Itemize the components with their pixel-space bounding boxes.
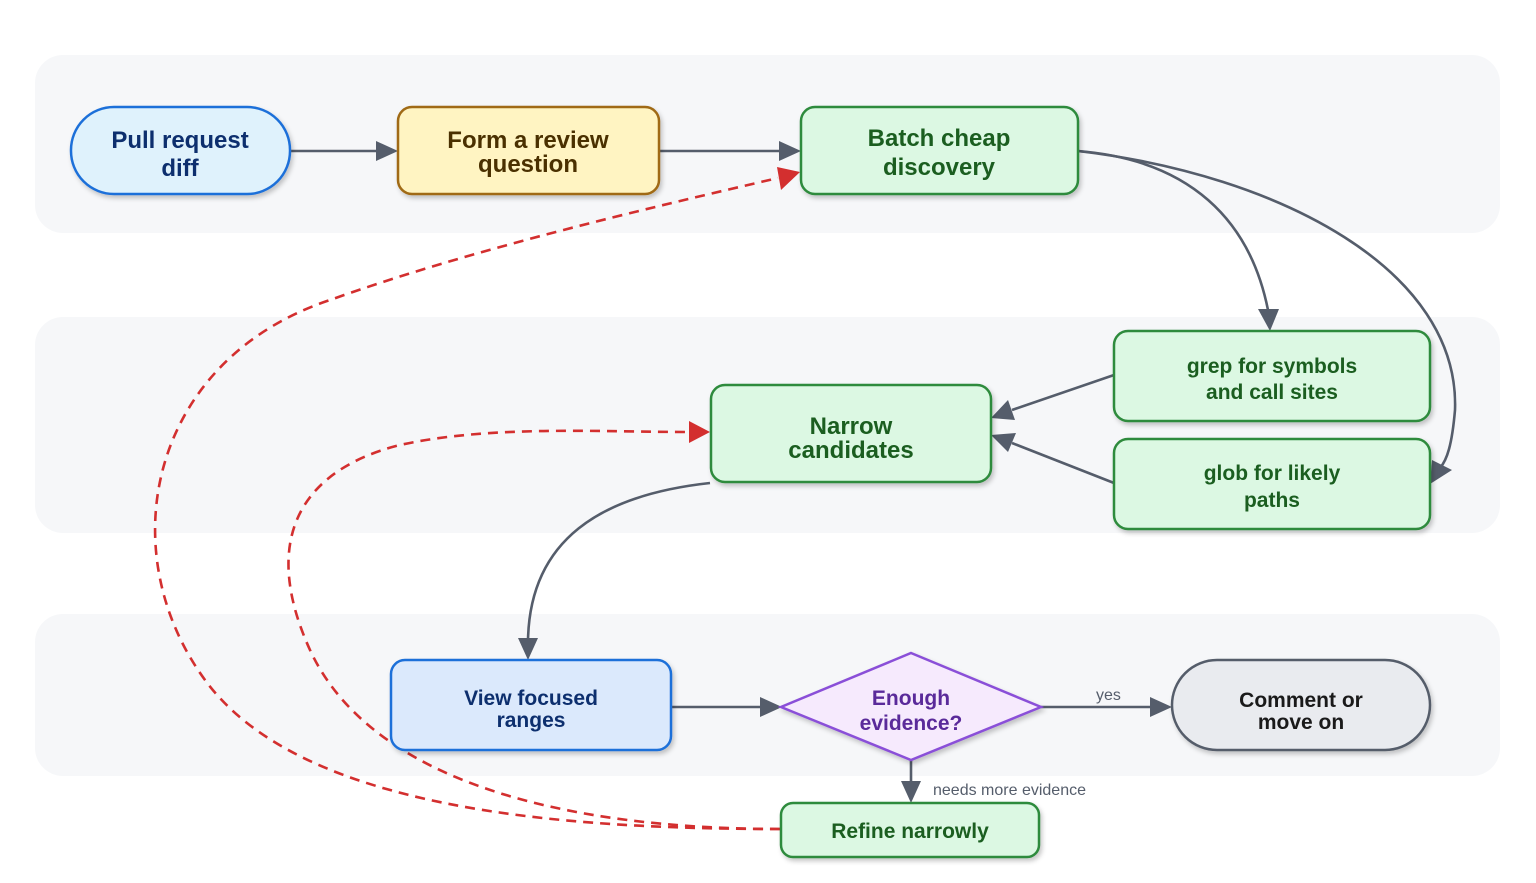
node-label: diff bbox=[161, 155, 199, 182]
node-comment-or-move-on[interactable]: Comment or move on bbox=[1170, 658, 1432, 752]
node-refine-narrowly[interactable]: Refine narrowly bbox=[779, 801, 1041, 859]
node-label: question bbox=[478, 151, 578, 178]
arrowhead-view bbox=[518, 638, 538, 660]
edge-glob-to-narrow bbox=[1011, 441, 1115, 485]
edge-grep-to-narrow bbox=[1011, 373, 1115, 412]
node-grep-symbols[interactable]: grep for symbols and call sites bbox=[1112, 329, 1432, 423]
edge-narrow-to-view bbox=[526, 481, 711, 641]
arrowhead-narrow-from-grep bbox=[991, 400, 1015, 420]
node-glob-paths[interactable]: glob for likely paths bbox=[1112, 437, 1432, 531]
arrowhead-decision bbox=[760, 697, 782, 717]
node-label: Comment or bbox=[1239, 689, 1363, 712]
edge-label-needs-more-evidence: needs more evidence bbox=[933, 782, 1086, 799]
node-label: discovery bbox=[883, 154, 996, 181]
node-label: Narrow bbox=[810, 413, 893, 440]
arrowhead-glob bbox=[1430, 460, 1452, 484]
node-label: Refine narrowly bbox=[831, 820, 989, 843]
node-view-focused-ranges[interactable]: View focused ranges bbox=[389, 658, 673, 752]
node-label: candidates bbox=[788, 437, 913, 464]
node-label: and call sites bbox=[1206, 381, 1338, 404]
node-narrow-candidates[interactable]: Narrow candidates bbox=[709, 383, 993, 484]
arrowhead-loop-narrow bbox=[689, 421, 710, 443]
node-label: grep for symbols bbox=[1187, 355, 1357, 378]
node-label: Batch cheap bbox=[868, 125, 1011, 152]
arrowhead-batch bbox=[779, 141, 801, 161]
edge-batch-to-glob bbox=[1077, 149, 1457, 469]
loop-refine-to-batch bbox=[153, 176, 781, 831]
node-label: ranges bbox=[497, 709, 566, 732]
node-label: paths bbox=[1244, 489, 1300, 512]
node-label: Pull request bbox=[111, 127, 248, 154]
node-label: Form a review bbox=[447, 127, 609, 154]
arrowhead-refine bbox=[901, 781, 921, 803]
node-form-review-question[interactable]: Form a review question bbox=[396, 105, 661, 196]
arrowhead-narrow-from-glob bbox=[991, 433, 1016, 452]
edge-label-yes: yes bbox=[1096, 687, 1121, 704]
node-label: View focused bbox=[464, 687, 598, 710]
arrowhead-comment bbox=[1150, 697, 1172, 717]
node-label: move on bbox=[1258, 711, 1344, 734]
loop-refine-to-narrow bbox=[287, 429, 781, 831]
node-label: evidence? bbox=[860, 712, 963, 735]
node-pull-request-diff[interactable]: Pull request diff bbox=[69, 105, 292, 196]
arrowhead-question bbox=[376, 141, 398, 161]
arrowhead-grep bbox=[1258, 309, 1279, 331]
node-batch-cheap-discovery[interactable]: Batch cheap discovery bbox=[799, 105, 1080, 196]
node-enough-evidence-decision[interactable]: Enough evidence? bbox=[777, 651, 1045, 762]
node-label: glob for likely bbox=[1204, 462, 1341, 485]
node-label: Enough bbox=[872, 687, 950, 710]
arrowhead-loop-batch bbox=[777, 167, 800, 190]
